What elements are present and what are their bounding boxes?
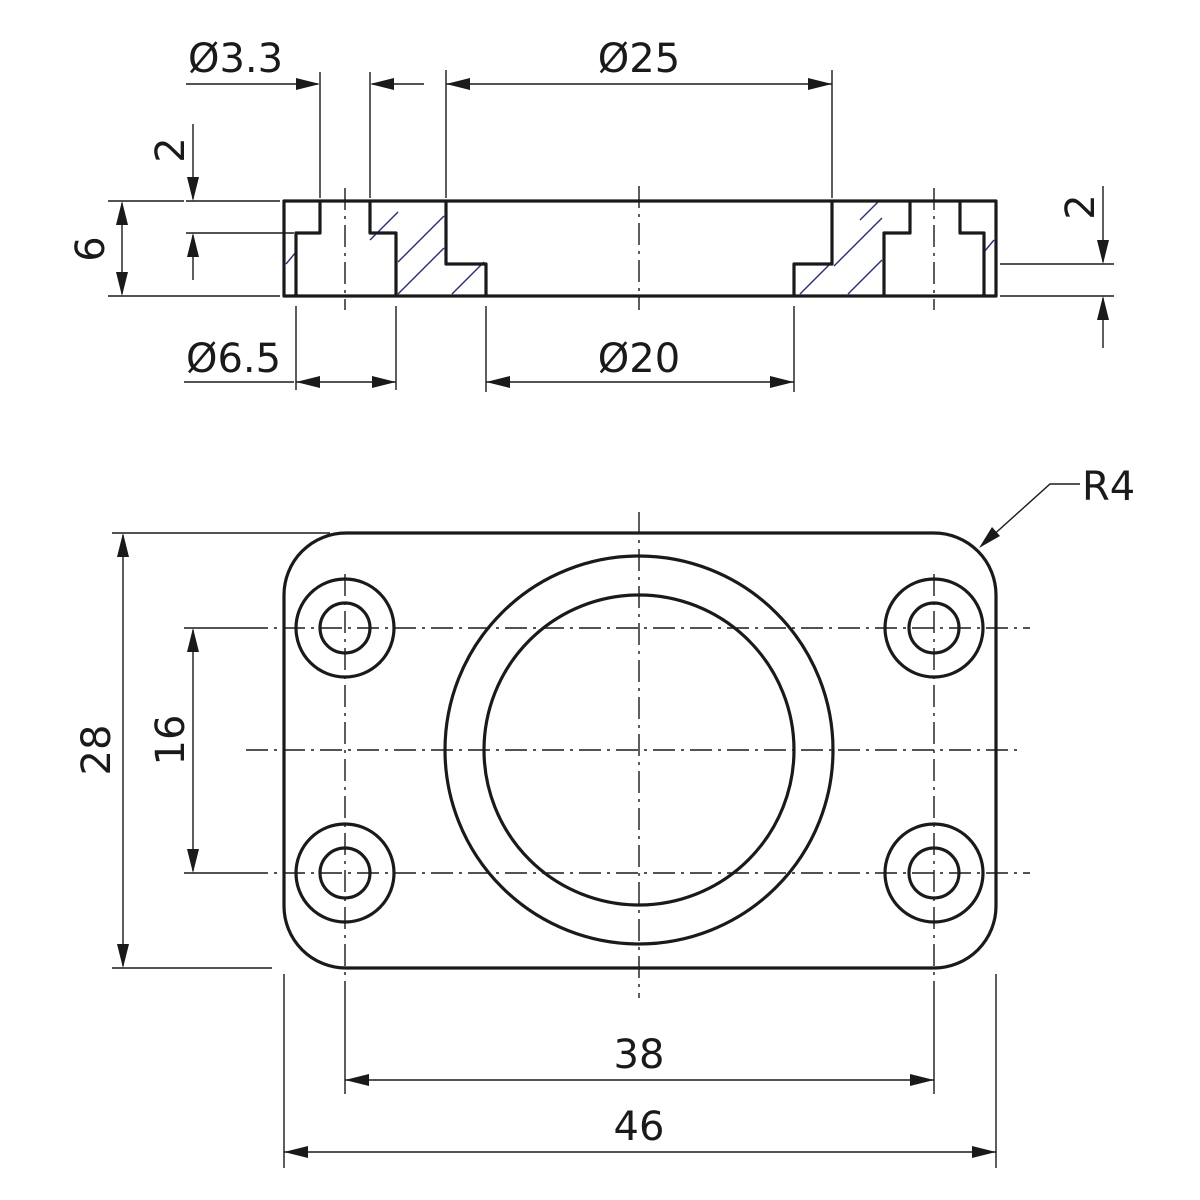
plan-view: R4 28 16 38 (74, 464, 1135, 1168)
section-view: Ø3.3 Ø25 2 6 (68, 36, 1114, 392)
central-stepped-bore (444, 201, 834, 296)
bore-outer-circle (443, 554, 835, 946)
label-corner-radius: R4 (1082, 464, 1135, 510)
dimension-counterbore-depth: 2 (148, 124, 294, 280)
dimension-hole-diameter: Ø3.3 (186, 36, 424, 198)
label-bore-25: Ø25 (598, 36, 680, 82)
dimension-corner-radius: R4 (979, 464, 1135, 548)
right-counterbored-hole (882, 201, 986, 296)
label-recess-depth: 2 (1058, 194, 1104, 219)
label-bore-20: Ø20 (598, 336, 680, 382)
label-counterbore-depth: 2 (148, 137, 194, 162)
section-outline (282, 199, 998, 298)
dimension-recess-depth: 2 (1000, 186, 1114, 348)
label-plate-thickness: 6 (68, 236, 114, 261)
dimension-plate-thickness: 6 (68, 200, 280, 297)
left-counterbored-hole (294, 201, 398, 296)
bore-inner-circle (482, 593, 796, 907)
dimension-plate-width: 46 (283, 974, 997, 1168)
dimension-bore-25: Ø25 (445, 36, 833, 198)
label-hole-diameter: Ø3.3 (188, 36, 283, 82)
plate-outline (282, 531, 998, 970)
section-hatching (285, 201, 995, 295)
label-hole-spacing-horizontal: 38 (614, 1032, 665, 1078)
mounting-hole-bottom-right (883, 822, 985, 924)
dimension-counterbore-diameter: Ø6.5 (184, 306, 397, 390)
dimension-hole-spacing-horizontal: 38 (344, 1000, 935, 1094)
label-hole-spacing-vertical: 16 (148, 715, 194, 766)
mounting-hole-top-left (294, 577, 396, 679)
label-counterbore-diameter: Ø6.5 (186, 336, 281, 382)
dimension-plate-height: 28 (74, 532, 330, 969)
label-plate-height: 28 (74, 725, 120, 776)
dimension-hole-spacing-vertical: 16 (148, 627, 246, 874)
dimension-bore-20: Ø20 (485, 306, 795, 392)
label-plate-width: 46 (614, 1104, 665, 1150)
mounting-hole-bottom-left (294, 822, 396, 924)
mounting-hole-top-right (883, 577, 985, 679)
